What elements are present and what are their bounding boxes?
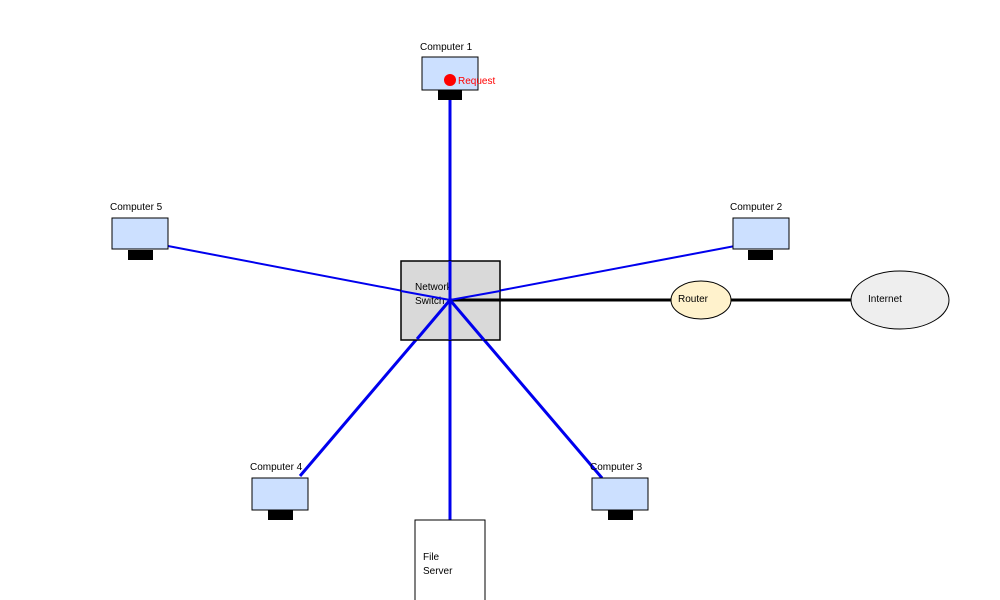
computer-1-base <box>438 90 462 100</box>
computer-2-label: Computer 2 <box>730 202 783 213</box>
computer-3-monitor <box>591 477 649 511</box>
computer-1-label: Computer 1 <box>420 42 473 53</box>
link-computer2-over-switch <box>449 290 501 301</box>
computer-2[interactable]: Computer 2 <box>730 202 790 260</box>
computer-2-monitor <box>732 217 790 250</box>
computer-4-base <box>268 510 293 520</box>
request-label: Request <box>458 76 495 87</box>
file-server[interactable]: File Server <box>414 519 486 600</box>
computer-5[interactable]: Computer 5 <box>110 202 169 260</box>
computer-1[interactable]: Computer 1 <box>420 42 479 100</box>
router-label: Router <box>678 294 709 305</box>
link-computer4-over-switch <box>415 299 452 340</box>
link-computer3-over-switch <box>448 299 486 341</box>
computer-4[interactable]: Computer 4 <box>250 462 309 520</box>
internet-shape <box>850 270 950 330</box>
file-server-box <box>414 519 486 600</box>
computer-3-base <box>608 510 633 520</box>
computer-5-base <box>128 250 153 260</box>
file-server-label-line2: Server <box>423 566 453 577</box>
internet-cloud[interactable]: Internet <box>850 270 950 330</box>
router-shape <box>670 280 732 320</box>
request-marker: Request <box>444 74 495 87</box>
computer-5-monitor <box>111 217 169 250</box>
computer-5-label: Computer 5 <box>110 202 163 213</box>
network-switch-label-line2: Switch <box>415 296 444 307</box>
computer-4-monitor <box>251 477 309 511</box>
network-switch-label-line1: Network <box>415 282 453 293</box>
request-dot-icon <box>444 74 456 86</box>
internet-label: Internet <box>868 294 902 305</box>
computer-3-label: Computer 3 <box>590 462 643 473</box>
link-computer5-over-switch <box>400 290 451 301</box>
computer-2-base <box>748 250 773 260</box>
computer-3[interactable]: Computer 3 <box>590 462 649 520</box>
computer-4-label: Computer 4 <box>250 462 303 473</box>
file-server-label-line1: File <box>423 552 440 563</box>
router[interactable]: Router <box>670 280 732 320</box>
